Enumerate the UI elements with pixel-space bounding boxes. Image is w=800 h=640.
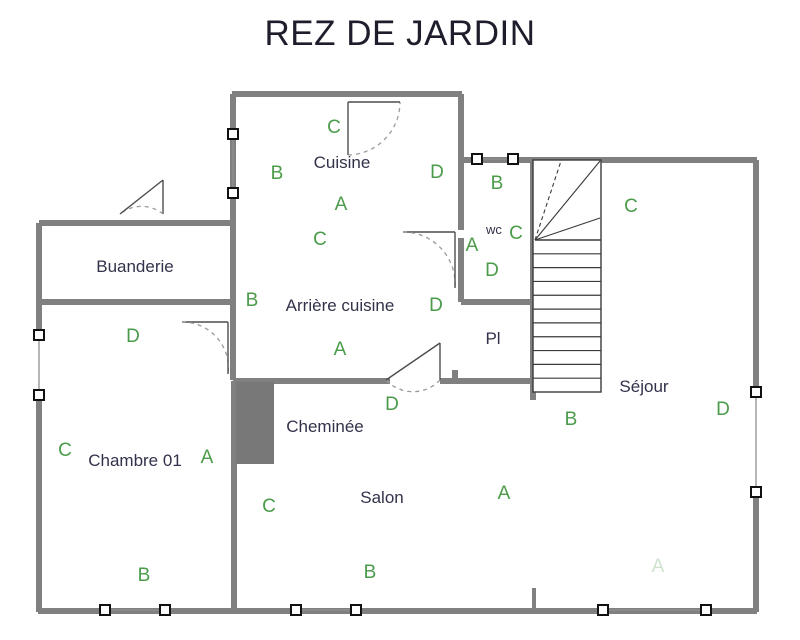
wall-letter-d: D: [385, 394, 399, 415]
wall-letter-a: A: [201, 447, 214, 468]
wall-letter-d: D: [716, 399, 730, 420]
window-endpoint-marker: [750, 486, 762, 498]
windows-group: [33, 128, 762, 616]
room-label-sejour: Séjour: [619, 377, 668, 396]
window-endpoint-marker: [471, 153, 483, 165]
staircase: [532, 159, 602, 393]
window-endpoint-marker: [159, 604, 171, 616]
wall-letter-c: C: [262, 496, 276, 517]
wall-letter-d: D: [429, 295, 443, 316]
window-endpoint-marker: [597, 604, 609, 616]
fireplace-block: [236, 382, 274, 464]
wall-letter-a: A: [334, 339, 347, 360]
wall-letter-b: B: [246, 290, 259, 311]
window-endpoint-marker: [33, 389, 45, 401]
walls-group: [36, 91, 759, 614]
window-endpoint-marker: [350, 604, 362, 616]
wall-letter-a: A: [652, 556, 665, 577]
wall-letter-d: D: [126, 326, 140, 347]
window: [750, 386, 762, 498]
wall-letter-d: D: [485, 260, 499, 281]
window-endpoint-marker: [227, 187, 239, 199]
door: [181, 321, 230, 375]
door: [119, 179, 164, 215]
window: [290, 604, 362, 616]
window-endpoint-marker: [507, 153, 519, 165]
window-endpoint-marker: [750, 386, 762, 398]
room-label-arriere_cuisine: Arrière cuisine: [286, 296, 395, 315]
window-endpoint-marker: [99, 604, 111, 616]
wall-letter-c: C: [313, 229, 327, 250]
window: [227, 128, 239, 199]
wall-stubs-group: [452, 370, 536, 611]
room-label-cheminee: Cheminée: [286, 417, 364, 436]
wall-letter-b: B: [138, 565, 151, 586]
door-swing-arc: [119, 205, 164, 215]
page-title: REZ DE JARDIN: [264, 14, 536, 53]
wall-letter-a: A: [335, 194, 348, 215]
wall-letter-c: C: [327, 117, 341, 138]
wall-stub: [532, 588, 536, 611]
room-label-placard: Pl: [485, 329, 500, 348]
window: [33, 329, 45, 401]
window: [597, 604, 712, 616]
staircase-winder-tread: [534, 160, 601, 241]
door-opening-line: [385, 342, 441, 381]
door: [347, 101, 401, 156]
wall-letter-c: C: [58, 440, 72, 461]
window-endpoint-marker: [290, 604, 302, 616]
wall-letter-b: B: [491, 173, 504, 194]
room-label-wc: wc: [485, 222, 502, 237]
window: [99, 604, 171, 616]
wall-letter-b: B: [271, 163, 284, 184]
door-opening-line: [119, 179, 164, 215]
wall-letter-d: D: [430, 162, 444, 183]
wall-letter-a: A: [466, 235, 479, 256]
wall-letter-a: A: [498, 483, 511, 504]
room-label-buanderie: Buanderie: [96, 257, 174, 276]
wall-stub: [452, 370, 458, 382]
window-endpoint-marker: [33, 329, 45, 341]
wall-letter-b: B: [565, 409, 578, 430]
wall-letter-c: C: [624, 196, 638, 217]
door-swing-arc: [181, 321, 230, 375]
room-label-chambre01: Chambre 01: [88, 451, 182, 470]
window-endpoint-marker: [227, 128, 239, 140]
window: [471, 153, 519, 165]
door-swing-arc: [402, 231, 456, 289]
wall-letter-b: B: [364, 562, 377, 583]
window-endpoint-marker: [700, 604, 712, 616]
door: [402, 231, 456, 289]
door-swing-arc: [385, 379, 441, 393]
staircase-winder-tread: [534, 217, 601, 241]
fixtures-group: [236, 159, 602, 464]
door-swing-arc: [347, 101, 401, 156]
wall-letter-c: C: [509, 223, 523, 244]
room-label-salon: Salon: [360, 488, 403, 507]
door: [385, 342, 441, 393]
doors-group: [119, 101, 456, 393]
staircase-outline: [532, 159, 602, 393]
room-label-cuisine: Cuisine: [314, 153, 371, 172]
